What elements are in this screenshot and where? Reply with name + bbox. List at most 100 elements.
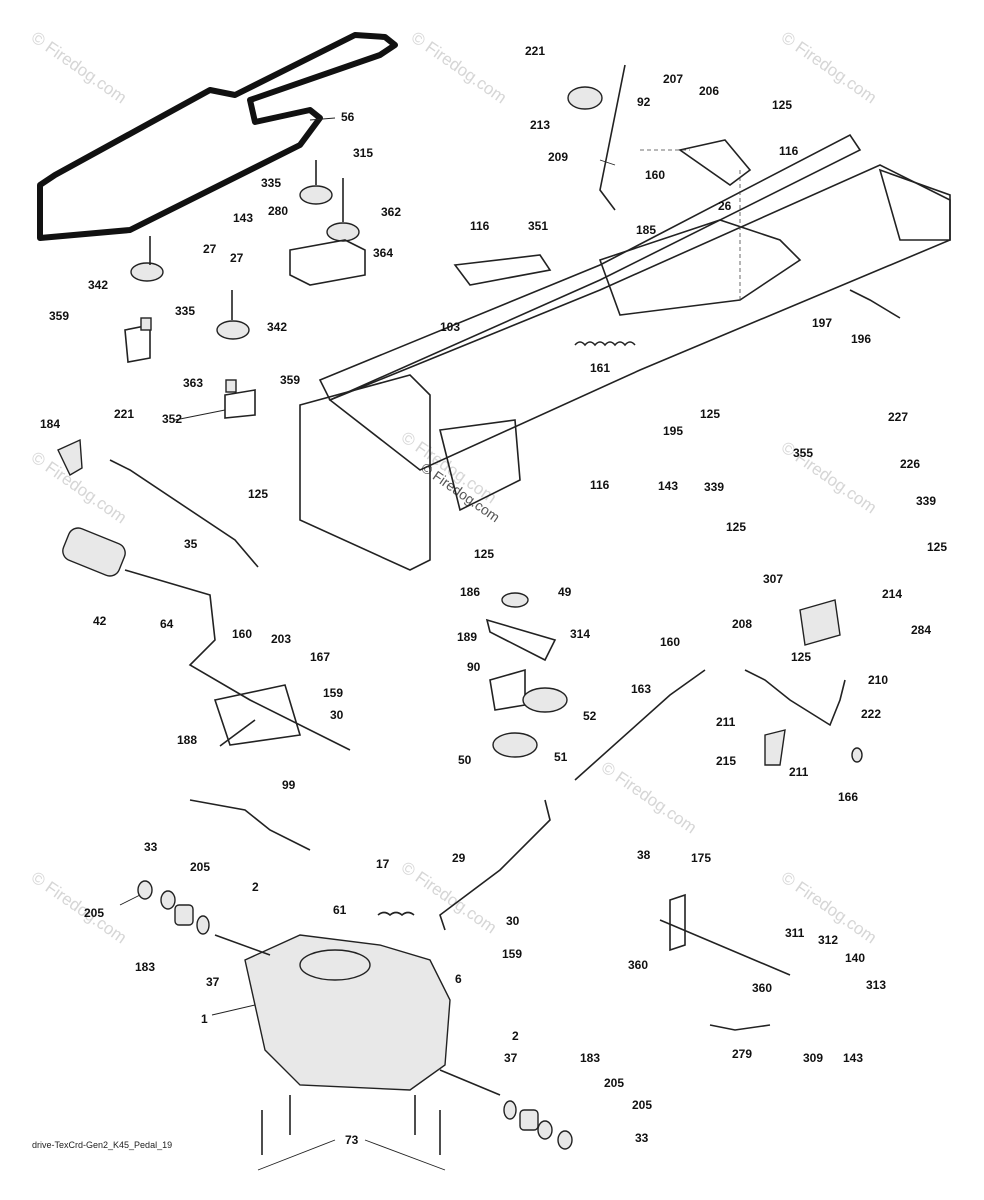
pulley-bracket bbox=[224, 389, 256, 419]
part-label: 125 bbox=[248, 487, 268, 501]
part-label: 207 bbox=[663, 72, 683, 86]
part-label: 184 bbox=[40, 417, 60, 431]
part-label: 27 bbox=[203, 242, 217, 256]
part-label: 125 bbox=[927, 540, 947, 554]
pedal-pad-214 bbox=[799, 599, 841, 646]
transaxle bbox=[214, 934, 501, 1155]
part-label: 183 bbox=[580, 1051, 600, 1065]
part-label: 360 bbox=[752, 981, 772, 995]
frame-rear-plate bbox=[598, 219, 802, 316]
bracket-175 bbox=[669, 893, 686, 952]
part-label: 2 bbox=[252, 880, 259, 894]
part-label: 125 bbox=[700, 407, 720, 421]
part-label: 206 bbox=[699, 84, 719, 98]
part-label: 314 bbox=[570, 627, 590, 641]
part-label: 209 bbox=[548, 150, 568, 164]
pulley bbox=[326, 222, 360, 242]
part-label: 116 bbox=[779, 144, 799, 158]
part-label: 159 bbox=[502, 947, 522, 961]
part-label: 315 bbox=[353, 146, 373, 160]
washer-37 bbox=[196, 915, 210, 935]
part-label: 26 bbox=[718, 199, 732, 213]
part-label: 159 bbox=[323, 686, 343, 700]
part-label: 309 bbox=[803, 1051, 823, 1065]
bushing-183 bbox=[519, 1109, 539, 1131]
axle-left bbox=[214, 934, 271, 956]
part-label: 364 bbox=[373, 246, 393, 260]
part-label: 279 bbox=[732, 1047, 752, 1061]
part-label: 35 bbox=[184, 537, 198, 551]
tractor-frame bbox=[299, 133, 951, 571]
part-label: 359 bbox=[49, 309, 69, 323]
part-label: 51 bbox=[554, 750, 568, 764]
part-label: 186 bbox=[460, 585, 480, 599]
washer-205 bbox=[537, 1120, 553, 1140]
pulley-61 bbox=[299, 949, 371, 981]
part-label: 125 bbox=[772, 98, 792, 112]
watermark: © Firedog.com bbox=[28, 868, 130, 948]
part-label: 335 bbox=[261, 176, 281, 190]
part-label: 143 bbox=[843, 1051, 863, 1065]
part-label: 339 bbox=[916, 494, 936, 508]
transaxle-housing bbox=[244, 934, 451, 1091]
part-label: 52 bbox=[583, 709, 597, 723]
part-label: 208 bbox=[732, 617, 752, 631]
part-label: 33 bbox=[635, 1131, 649, 1145]
part-label: 313 bbox=[866, 978, 886, 992]
bracket-90 bbox=[489, 668, 526, 711]
part-label: 196 bbox=[851, 332, 871, 346]
part-label: 175 bbox=[691, 851, 711, 865]
part-label: 103 bbox=[440, 320, 460, 334]
part-label: 222 bbox=[861, 707, 881, 721]
part-label: 205 bbox=[604, 1076, 624, 1090]
knob-184 bbox=[57, 438, 83, 476]
pedal-rod-64 bbox=[124, 569, 351, 751]
pulley-50 bbox=[492, 732, 538, 758]
part-label: 30 bbox=[330, 708, 344, 722]
part-label: 213 bbox=[530, 118, 550, 132]
pedal-arm-215 bbox=[764, 729, 786, 766]
part-label: 311 bbox=[785, 926, 805, 940]
washer-205 bbox=[557, 1130, 573, 1150]
rod-35 bbox=[109, 459, 259, 568]
washer-205 bbox=[137, 880, 153, 900]
pulley-bracket bbox=[289, 239, 366, 286]
part-label: 161 bbox=[590, 361, 610, 375]
part-label: 140 bbox=[845, 951, 865, 965]
part-label: 90 bbox=[467, 660, 481, 674]
part-label: 49 bbox=[558, 585, 572, 599]
part-label: 42 bbox=[93, 614, 107, 628]
part-label: 116 bbox=[470, 219, 490, 233]
part-label: 2 bbox=[512, 1029, 519, 1043]
part-label: 50 bbox=[458, 753, 472, 767]
watermark: © Firedog.com bbox=[778, 28, 880, 108]
callout-labels: 56 315 335 280 362 143 364 27 27 342 335… bbox=[40, 44, 947, 1147]
pulley-186 bbox=[501, 592, 529, 608]
part-label: 205 bbox=[190, 860, 210, 874]
bushing-183 bbox=[174, 904, 194, 926]
frame-rail bbox=[328, 164, 951, 471]
spacer bbox=[140, 317, 152, 331]
part-label: 352 bbox=[162, 412, 182, 426]
part-label: 185 bbox=[636, 223, 656, 237]
part-label: 342 bbox=[267, 320, 287, 334]
pulley bbox=[299, 185, 333, 205]
washer-205 bbox=[160, 890, 176, 910]
part-label: 189 bbox=[457, 630, 477, 644]
pin-188 bbox=[219, 719, 256, 747]
rod-99 bbox=[189, 799, 311, 851]
part-label: 335 bbox=[175, 304, 195, 318]
rod-163 bbox=[574, 669, 706, 781]
pulley bbox=[130, 262, 164, 282]
part-label: 183 bbox=[135, 960, 155, 974]
leader-lines bbox=[119, 117, 616, 1171]
part-label: 214 bbox=[882, 587, 902, 601]
part-label: 342 bbox=[88, 278, 108, 292]
lift-rod-209 bbox=[599, 64, 626, 211]
lever-197 bbox=[849, 289, 901, 319]
part-label: 167 bbox=[310, 650, 330, 664]
part-label: 1 bbox=[201, 1012, 208, 1026]
part-label: 195 bbox=[663, 424, 683, 438]
spacer bbox=[225, 379, 237, 393]
